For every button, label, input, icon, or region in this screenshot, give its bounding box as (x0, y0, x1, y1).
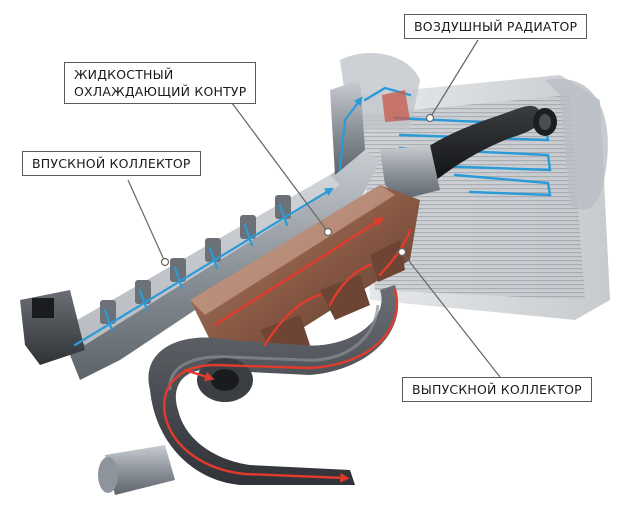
leader-coolant-dot (323, 227, 333, 237)
label-exhaust-text: ВЫПУСКНОЙ КОЛЛЕКТОР (412, 382, 582, 397)
leader-intake-dot (160, 257, 170, 267)
leader-radiator (429, 39, 479, 119)
charge-air-pipe (380, 90, 557, 200)
label-coolant-circuit: ЖИДКОСТНЫЙ ОХЛАЖДАЮЩИЙ КОНТУР (64, 62, 257, 104)
leader-exhaust (401, 251, 501, 378)
label-intake-manifold: ВПУСКНОЙ КОЛЛЕКТОР (22, 151, 201, 176)
turbo-exhaust-loop (98, 285, 399, 495)
label-exhaust-manifold: ВЫПУСКНОЙ КОЛЛЕКТОР (402, 377, 592, 402)
leader-exhaust-dot (397, 247, 407, 257)
leader-lines (127, 39, 501, 378)
intake-coolant-channels (73, 96, 363, 347)
label-coolant-line1: ЖИДКОСТНЫЙ (74, 67, 174, 82)
label-intake-text: ВПУСКНОЙ КОЛЛЕКТОР (32, 156, 191, 171)
label-coolant-line2: ОХЛАЖДАЮЩИЙ КОНТУР (74, 84, 247, 99)
label-air-radiator-text: ВОЗДУШНЫЙ РАДИАТОР (414, 19, 578, 34)
leader-intake (127, 179, 166, 263)
leader-radiator-dot (425, 113, 435, 123)
label-air-radiator: ВОЗДУШНЫЙ РАДИАТОР (404, 14, 588, 39)
leader-coolant (231, 102, 329, 233)
